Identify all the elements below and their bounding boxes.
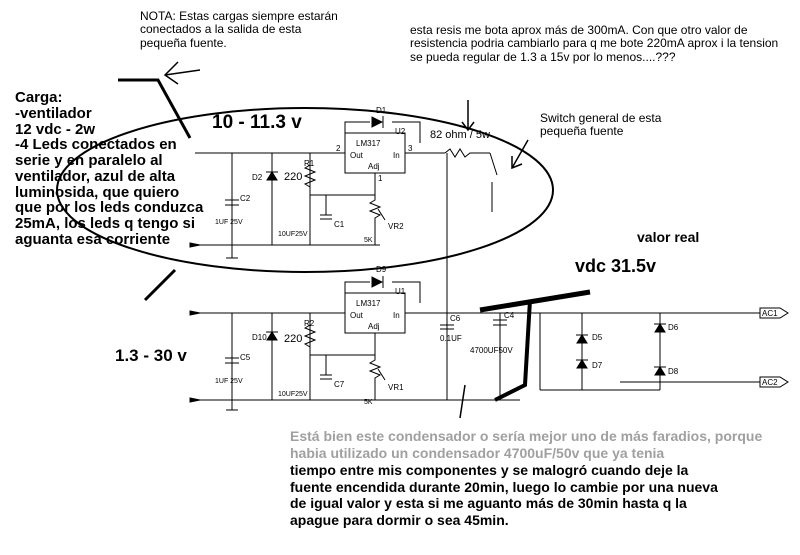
label-c2-value: 1UF 25V — [215, 219, 243, 226]
highlight-ellipse — [56, 107, 554, 273]
d8-diode-symbol — [654, 366, 666, 376]
label-adj-lower: Adj — [368, 322, 380, 331]
annotation-strokes — [56, 61, 591, 419]
note-lower-voltage-range: 1.3 - 30 v — [115, 346, 187, 365]
label-lm317-lower: LM317 — [356, 299, 381, 308]
label-out-upper: Out — [350, 151, 364, 160]
label-c7: C7 — [334, 380, 345, 389]
label-vr2-value: 5K — [364, 237, 373, 244]
d7-diode-symbol — [576, 359, 588, 369]
label-r2: R2 — [304, 319, 315, 328]
note-capacitor-question-black: tiempo entre mis componentes y se malogr… — [290, 462, 718, 528]
label-ac1: AC1 — [762, 309, 778, 318]
d2-diode-symbol — [266, 171, 278, 181]
lower-regulator-circuit — [189, 276, 560, 411]
label-c2: C2 — [240, 194, 251, 203]
label-u1: U1 — [395, 287, 406, 296]
label-out-lower: Out — [350, 311, 364, 320]
label-in-upper: In — [393, 151, 400, 160]
label-c1-value: 10UF25V — [278, 231, 308, 238]
label-in-lower: In — [393, 311, 400, 320]
label-c4-value: 4700UF50V — [470, 346, 513, 355]
label-r1: R1 — [304, 159, 315, 168]
label-ac2: AC2 — [762, 378, 778, 387]
ac1-connector — [759, 307, 789, 319]
d1-diode-symbol — [371, 116, 384, 128]
label-d7: D7 — [592, 361, 603, 370]
label-d9: D9 — [376, 265, 387, 274]
d5-diode-symbol — [576, 334, 588, 344]
label-r1-value: 220 — [284, 171, 302, 183]
note-resistor-question: esta resis me bota aprox más de 300mA. C… — [410, 23, 779, 64]
label-pin3-upper: 3 — [408, 144, 413, 153]
d6-diode-symbol — [654, 323, 666, 333]
label-adj-upper: Adj — [368, 162, 380, 171]
note-main-switch: Switch general de esta pequeña fuente — [540, 111, 662, 139]
label-u2: U2 — [395, 127, 406, 136]
note-real-value: valor real — [637, 229, 700, 245]
d10-diode-symbol — [266, 331, 278, 341]
note-vdc-reading: vdc 31.5v — [575, 256, 657, 276]
schematic-labels: D1 U2 LM317 Out In Adj 2 3 1 82 ohm / 5w… — [215, 106, 778, 406]
bridge-rectifier — [539, 307, 789, 391]
label-c4: C4 — [504, 311, 515, 320]
label-d6: D6 — [668, 323, 679, 332]
label-vr1: VR1 — [388, 383, 404, 392]
label-c5: C5 — [240, 353, 251, 362]
label-c5-value: 1UF 25V — [215, 378, 243, 385]
label-r2-value: 220 — [284, 333, 302, 345]
note-capacitor-question-gray: Está bien este condensador o sería mejor… — [290, 428, 763, 461]
label-lm317-upper: LM317 — [356, 139, 381, 148]
note-load-description: Carga: -ventilador 12 vdc - 2w -4 Leds c… — [15, 89, 204, 248]
note-upper-voltage-range: 10 - 11.3 v — [212, 112, 302, 133]
label-pin1-upper: 1 — [378, 174, 383, 183]
label-c1: C1 — [334, 220, 345, 229]
label-c6: C6 — [450, 314, 461, 323]
label-r82: 82 ohm / 5w — [430, 129, 490, 141]
ac2-connector — [759, 376, 789, 388]
label-d5: D5 — [592, 333, 603, 342]
label-c6-value: 0.1UF — [440, 334, 462, 343]
label-d1: D1 — [376, 106, 387, 115]
upper-regulator-circuit — [189, 116, 498, 400]
label-d2: D2 — [252, 173, 263, 182]
label-c7-value: 10UF25V — [278, 391, 308, 398]
d9-diode-symbol — [371, 276, 384, 288]
label-d10: D10 — [252, 333, 267, 342]
note-loads-always-connected: NOTA: Estas cargas siempre estarán conec… — [140, 9, 338, 50]
label-d8: D8 — [668, 367, 679, 376]
label-vr2: VR2 — [388, 222, 404, 231]
label-vr1-value: 5K — [364, 399, 373, 406]
label-pin2-upper: 2 — [336, 144, 341, 153]
